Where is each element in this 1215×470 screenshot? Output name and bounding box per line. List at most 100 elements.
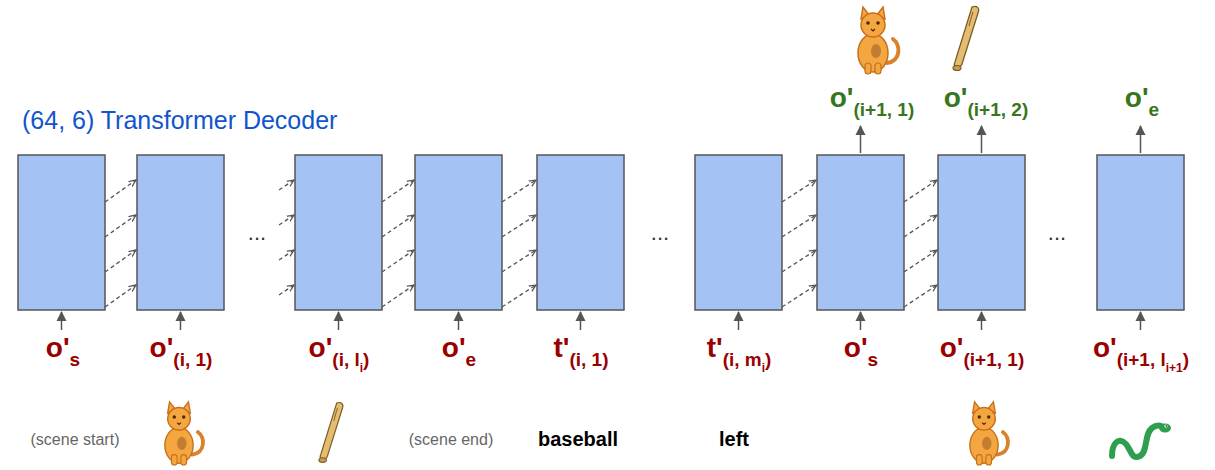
output-arrow xyxy=(1140,126,1142,153)
token-label: o's xyxy=(844,334,878,362)
subscript-text: (i, 1) xyxy=(173,349,212,370)
input-arrow xyxy=(1140,312,1142,330)
decoder-block xyxy=(537,155,624,310)
subscript-text: (i, m xyxy=(723,349,762,370)
label-text: (scene end) xyxy=(409,431,494,448)
attention-arrow xyxy=(502,215,536,237)
attention-arrow xyxy=(105,180,136,202)
subscript-text: (i+1, l xyxy=(1117,349,1166,370)
attention-arrow xyxy=(105,215,136,237)
decoder-block xyxy=(18,155,105,310)
label-text: ... xyxy=(1048,220,1066,245)
attention-arrow xyxy=(782,250,816,272)
decoder-block xyxy=(137,155,224,310)
cat-icon xyxy=(165,402,203,465)
label-text: o' xyxy=(1125,82,1149,113)
label-text: left xyxy=(719,428,749,450)
decoder-block xyxy=(938,155,1025,310)
input-arrow xyxy=(338,312,340,330)
decoder-block xyxy=(1097,155,1184,310)
label-text: t' xyxy=(553,332,569,363)
token-label: left xyxy=(719,429,749,449)
subscript-text: (i+1, 1) xyxy=(964,349,1025,370)
label-text: t' xyxy=(707,332,723,363)
token-label: o'(i+1, li+1) xyxy=(1093,334,1189,362)
input-arrow xyxy=(580,312,582,330)
subscript-text: (i, 1) xyxy=(569,349,608,370)
token-label: ... xyxy=(248,222,266,244)
input-arrow xyxy=(458,312,460,330)
bat-icon xyxy=(319,403,343,463)
subscript-text: (i+1, 1) xyxy=(854,99,915,120)
token-label: o'e xyxy=(1125,84,1159,112)
attention-arrow xyxy=(502,180,536,202)
attention-arrow xyxy=(105,250,136,272)
label-text: o' xyxy=(46,332,70,363)
decoder-block xyxy=(295,155,382,310)
snake-icon xyxy=(1112,424,1171,458)
label-text: (scene start) xyxy=(31,431,120,448)
label-text: baseball xyxy=(538,428,618,450)
input-arrow xyxy=(860,312,862,330)
input-arrow xyxy=(738,312,740,330)
attention-arrow xyxy=(279,285,294,295)
attention-arrow xyxy=(382,250,414,272)
label-text: ... xyxy=(651,220,669,245)
token-label: t'(i, 1) xyxy=(553,334,608,362)
subscript-text: s xyxy=(70,349,81,370)
subscript-text: (i, l xyxy=(332,349,359,370)
cat-icon xyxy=(858,7,898,74)
attention-arrow xyxy=(382,215,414,237)
attention-arrow xyxy=(782,285,816,307)
attention-arrow xyxy=(904,180,937,202)
decoder-block xyxy=(817,155,904,310)
decoder-block xyxy=(695,155,782,310)
label-text: o' xyxy=(150,332,174,363)
token-label: t'(i, mi) xyxy=(707,334,772,362)
attention-arrow xyxy=(782,180,816,202)
attention-arrow xyxy=(279,250,294,260)
subscript-text: ) xyxy=(1183,349,1189,370)
cat-icon xyxy=(970,402,1008,465)
decoder-block xyxy=(415,155,502,310)
subscript-text: i+1 xyxy=(1166,361,1183,375)
attention-arrow xyxy=(279,215,294,225)
input-arrow xyxy=(61,312,63,330)
token-label: o'e xyxy=(442,334,476,362)
diagram-title: (64, 6) Transformer Decoder xyxy=(22,106,337,135)
subscript-text: ) xyxy=(765,349,771,370)
attention-arrow xyxy=(904,285,937,307)
label-text: o' xyxy=(830,82,854,113)
subscript-text: e xyxy=(466,349,477,370)
attention-arrow xyxy=(279,180,294,190)
token-label: o'(i+1, 2) xyxy=(944,84,1029,112)
bat-icon xyxy=(953,6,979,70)
output-arrow xyxy=(860,126,862,153)
subscript-text: e xyxy=(1149,99,1160,120)
attention-arrow xyxy=(105,285,136,307)
token-label: o'(i, li) xyxy=(309,334,370,362)
label-text: o' xyxy=(1093,332,1117,363)
token-label: o'(i+1, 1) xyxy=(830,84,915,112)
output-arrow xyxy=(981,126,983,153)
subscript-text: s xyxy=(868,349,879,370)
token-label: o's xyxy=(46,334,80,362)
label-text: o' xyxy=(844,332,868,363)
attention-arrow xyxy=(782,215,816,237)
token-label: o'(i, 1) xyxy=(150,334,213,362)
token-label: ... xyxy=(1048,222,1066,244)
subscript-text: (i+1, 2) xyxy=(968,99,1029,120)
attention-arrow xyxy=(502,285,536,307)
subscript-text: i xyxy=(360,361,363,375)
attention-arrow xyxy=(502,250,536,272)
label-text: o' xyxy=(442,332,466,363)
token-label: ... xyxy=(651,222,669,244)
subscript-text: i xyxy=(762,361,765,375)
label-text: o' xyxy=(309,332,333,363)
token-label: baseball xyxy=(538,429,618,449)
input-arrow xyxy=(981,312,983,330)
input-arrow xyxy=(180,312,182,330)
token-label: (scene start) xyxy=(31,432,120,448)
